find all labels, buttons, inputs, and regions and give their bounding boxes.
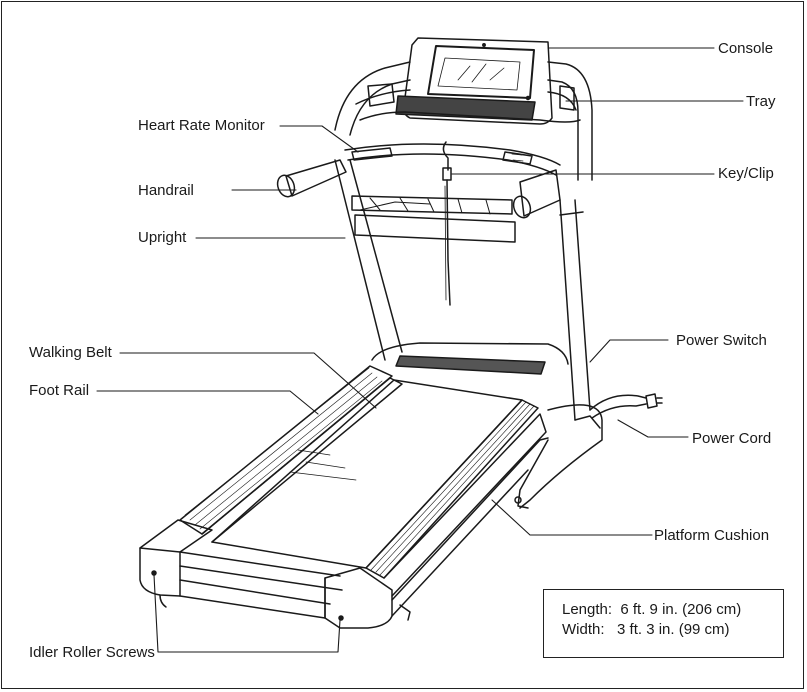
tray (367, 83, 575, 111)
leader-lines (96, 47, 744, 653)
label-upright: Upright (138, 229, 187, 246)
label-platform-cushion: Platform Cushion (654, 527, 770, 544)
walking-belt (211, 379, 523, 569)
spec-length: Length: 6 ft. 9 in. (206 cm) (562, 601, 742, 618)
console (359, 37, 581, 125)
label-power-cord: Power Cord (692, 430, 772, 447)
label-handrail: Handrail (138, 182, 194, 199)
label-power-switch: Power Switch (676, 332, 767, 349)
dimensions-box: Length: 6 ft. 9 in. (206 cm) Width: 3 ft… (543, 589, 784, 658)
deck-front (139, 519, 393, 629)
safety-key-cord (442, 141, 452, 306)
handlebar (344, 143, 561, 176)
label-walking-belt: Walking Belt (29, 344, 112, 361)
label-heart-rate-monitor: Heart Rate Monitor (138, 117, 265, 134)
label-idler-roller-screws: Idler Roller Screws (29, 644, 155, 661)
accessory-tray (351, 195, 516, 243)
label-key-clip: Key/Clip (718, 165, 774, 182)
label-tray: Tray (746, 93, 776, 110)
motor-hood (371, 342, 569, 375)
deck-side (391, 404, 603, 621)
label-foot-rail: Foot Rail (29, 382, 90, 399)
spec-width: Width: 3 ft. 3 in. (99 cm) (562, 621, 730, 638)
power-cord (589, 393, 663, 419)
upright-frame (334, 61, 593, 421)
label-console: Console (718, 40, 774, 57)
